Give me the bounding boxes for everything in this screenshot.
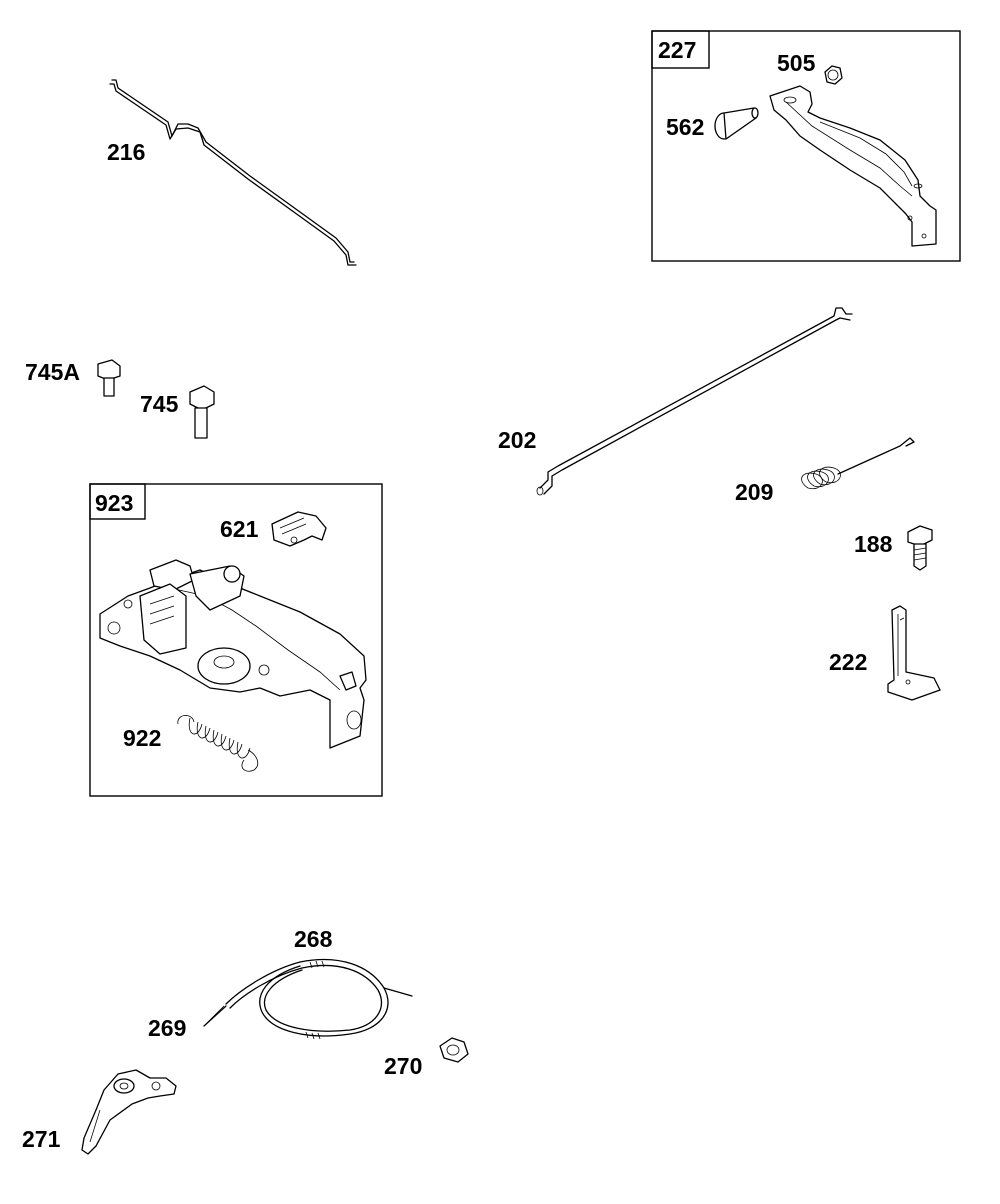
label-922: 922 [123, 725, 161, 751]
label-227: 227 [658, 37, 696, 63]
label-505: 505 [777, 50, 816, 76]
part-270-nut[interactable] [439, 1037, 469, 1063]
group-923-box [89, 483, 383, 797]
part-562-pin[interactable] [714, 107, 759, 140]
label-923: 923 [95, 490, 133, 516]
label-621: 621 [220, 516, 259, 542]
label-745A: 745A [25, 359, 80, 385]
label-268: 268 [294, 926, 333, 952]
part-202-governor-rod[interactable] [536, 307, 853, 496]
part-745-bolt[interactable] [189, 385, 215, 439]
label-271: 271 [22, 1126, 61, 1152]
label-562: 562 [666, 114, 704, 140]
part-216-link-rod[interactable] [109, 79, 357, 266]
label-188: 188 [854, 531, 893, 557]
part-268-cable[interactable] [203, 958, 413, 1040]
label-270: 270 [384, 1053, 422, 1079]
part-269-cable-end[interactable] [205, 1005, 225, 1025]
group-227-box [651, 30, 961, 262]
part-745A-bolt[interactable] [97, 359, 121, 397]
part-621-clip[interactable] [271, 511, 327, 547]
part-209-governor-spring[interactable] [801, 437, 915, 490]
part-227-control-lever[interactable] [769, 85, 937, 247]
label-222: 222 [829, 649, 867, 675]
part-505-nut[interactable] [824, 65, 843, 85]
part-922-spring[interactable] [177, 715, 259, 772]
label-216: 216 [107, 139, 145, 165]
part-923-control-assembly[interactable] [99, 559, 367, 749]
part-271-lever[interactable] [81, 1069, 177, 1155]
label-745: 745 [140, 391, 179, 417]
part-222-bracket[interactable] [887, 605, 941, 701]
label-202: 202 [498, 427, 536, 453]
label-269: 269 [148, 1015, 186, 1041]
part-188-screw[interactable] [907, 525, 933, 571]
label-209: 209 [735, 479, 773, 505]
